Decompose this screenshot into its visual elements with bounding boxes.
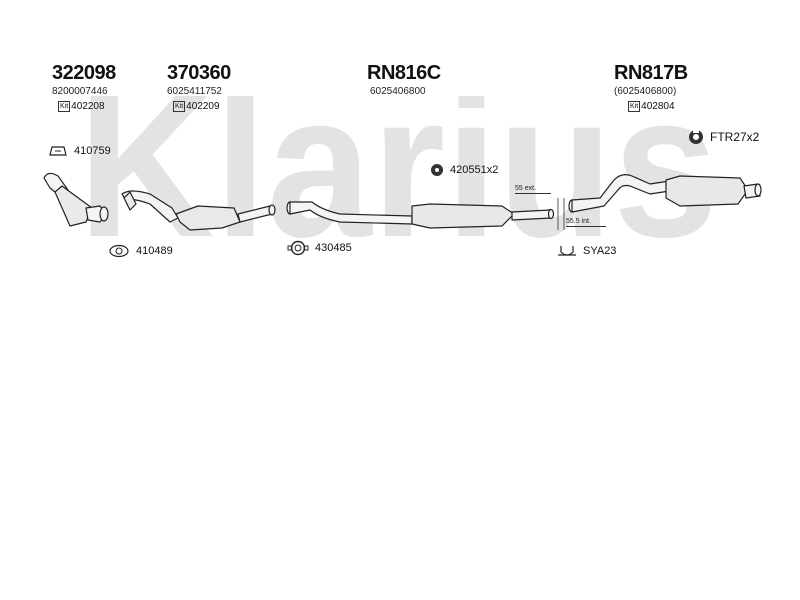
accessory-420551x2: 420551x2	[430, 163, 498, 177]
dimension-label: 55.5 int.	[566, 218, 591, 225]
accessory-FTR27x2: FTR27x2	[688, 129, 759, 145]
catalytic-converter-322098	[43, 172, 109, 227]
part-370360: 370360 6025411752 Kit 402209	[167, 62, 231, 112]
flange-gasket-icon	[109, 244, 129, 258]
accessory-code: FTR27x2	[710, 130, 760, 144]
kit-number: 402804	[641, 101, 675, 112]
accessory-code: 410759	[74, 145, 111, 157]
dimension-external: 55 ext.	[515, 185, 551, 194]
accessory-code: 410489	[136, 245, 173, 257]
part-code: RN816C	[367, 62, 441, 84]
u-clamp-icon	[558, 246, 576, 256]
accessory-code: 420551x2	[450, 164, 499, 176]
rubber-ring-icon	[689, 130, 703, 144]
rear-silencer-RN817B	[568, 174, 762, 213]
clamp-ring-icon	[287, 240, 309, 256]
accessory-SYA23: SYA23	[557, 244, 616, 258]
kit-badge: Kit	[628, 101, 641, 112]
part-code: 322098	[52, 62, 116, 84]
part-322098: 322098 8200007446 Kit 402208	[52, 62, 116, 112]
accessory-410489: 410489	[108, 244, 173, 258]
oem-number: 6025411752	[167, 86, 222, 97]
middle-silencer-RN816C	[286, 201, 555, 229]
oem-number: 6025406800	[370, 86, 426, 97]
kit-number: 402209	[186, 101, 220, 112]
accessory-code: 430485	[315, 242, 352, 254]
gasket-icon	[49, 146, 67, 156]
kit-row: Kit 402804	[628, 101, 688, 112]
rubber-mount-icon	[431, 164, 443, 176]
oem-number: (6025406800)	[614, 86, 677, 97]
accessory-code: SYA23	[583, 245, 617, 257]
dimension-label: 55 ext.	[515, 185, 537, 192]
oem-number: 8200007446	[52, 86, 108, 97]
accessory-430485: 430485	[287, 240, 352, 256]
part-code: 370360	[167, 62, 231, 84]
accessory-410759: 410759	[48, 145, 111, 157]
kit-row: Kit 402208	[58, 101, 116, 112]
kit-badge: Kit	[58, 101, 71, 112]
kit-row: Kit 402209	[173, 101, 231, 112]
kit-number: 402208	[71, 101, 105, 112]
catalytic-converter-370360	[121, 190, 276, 231]
dimension-internal: 55.5 int.	[566, 218, 606, 227]
kit-badge: Kit	[173, 101, 186, 112]
part-RN817B: RN817B (6025406800) Kit 402804	[614, 62, 688, 112]
part-RN816C: RN816C 6025406800	[367, 62, 441, 97]
part-code: RN817B	[614, 62, 688, 84]
